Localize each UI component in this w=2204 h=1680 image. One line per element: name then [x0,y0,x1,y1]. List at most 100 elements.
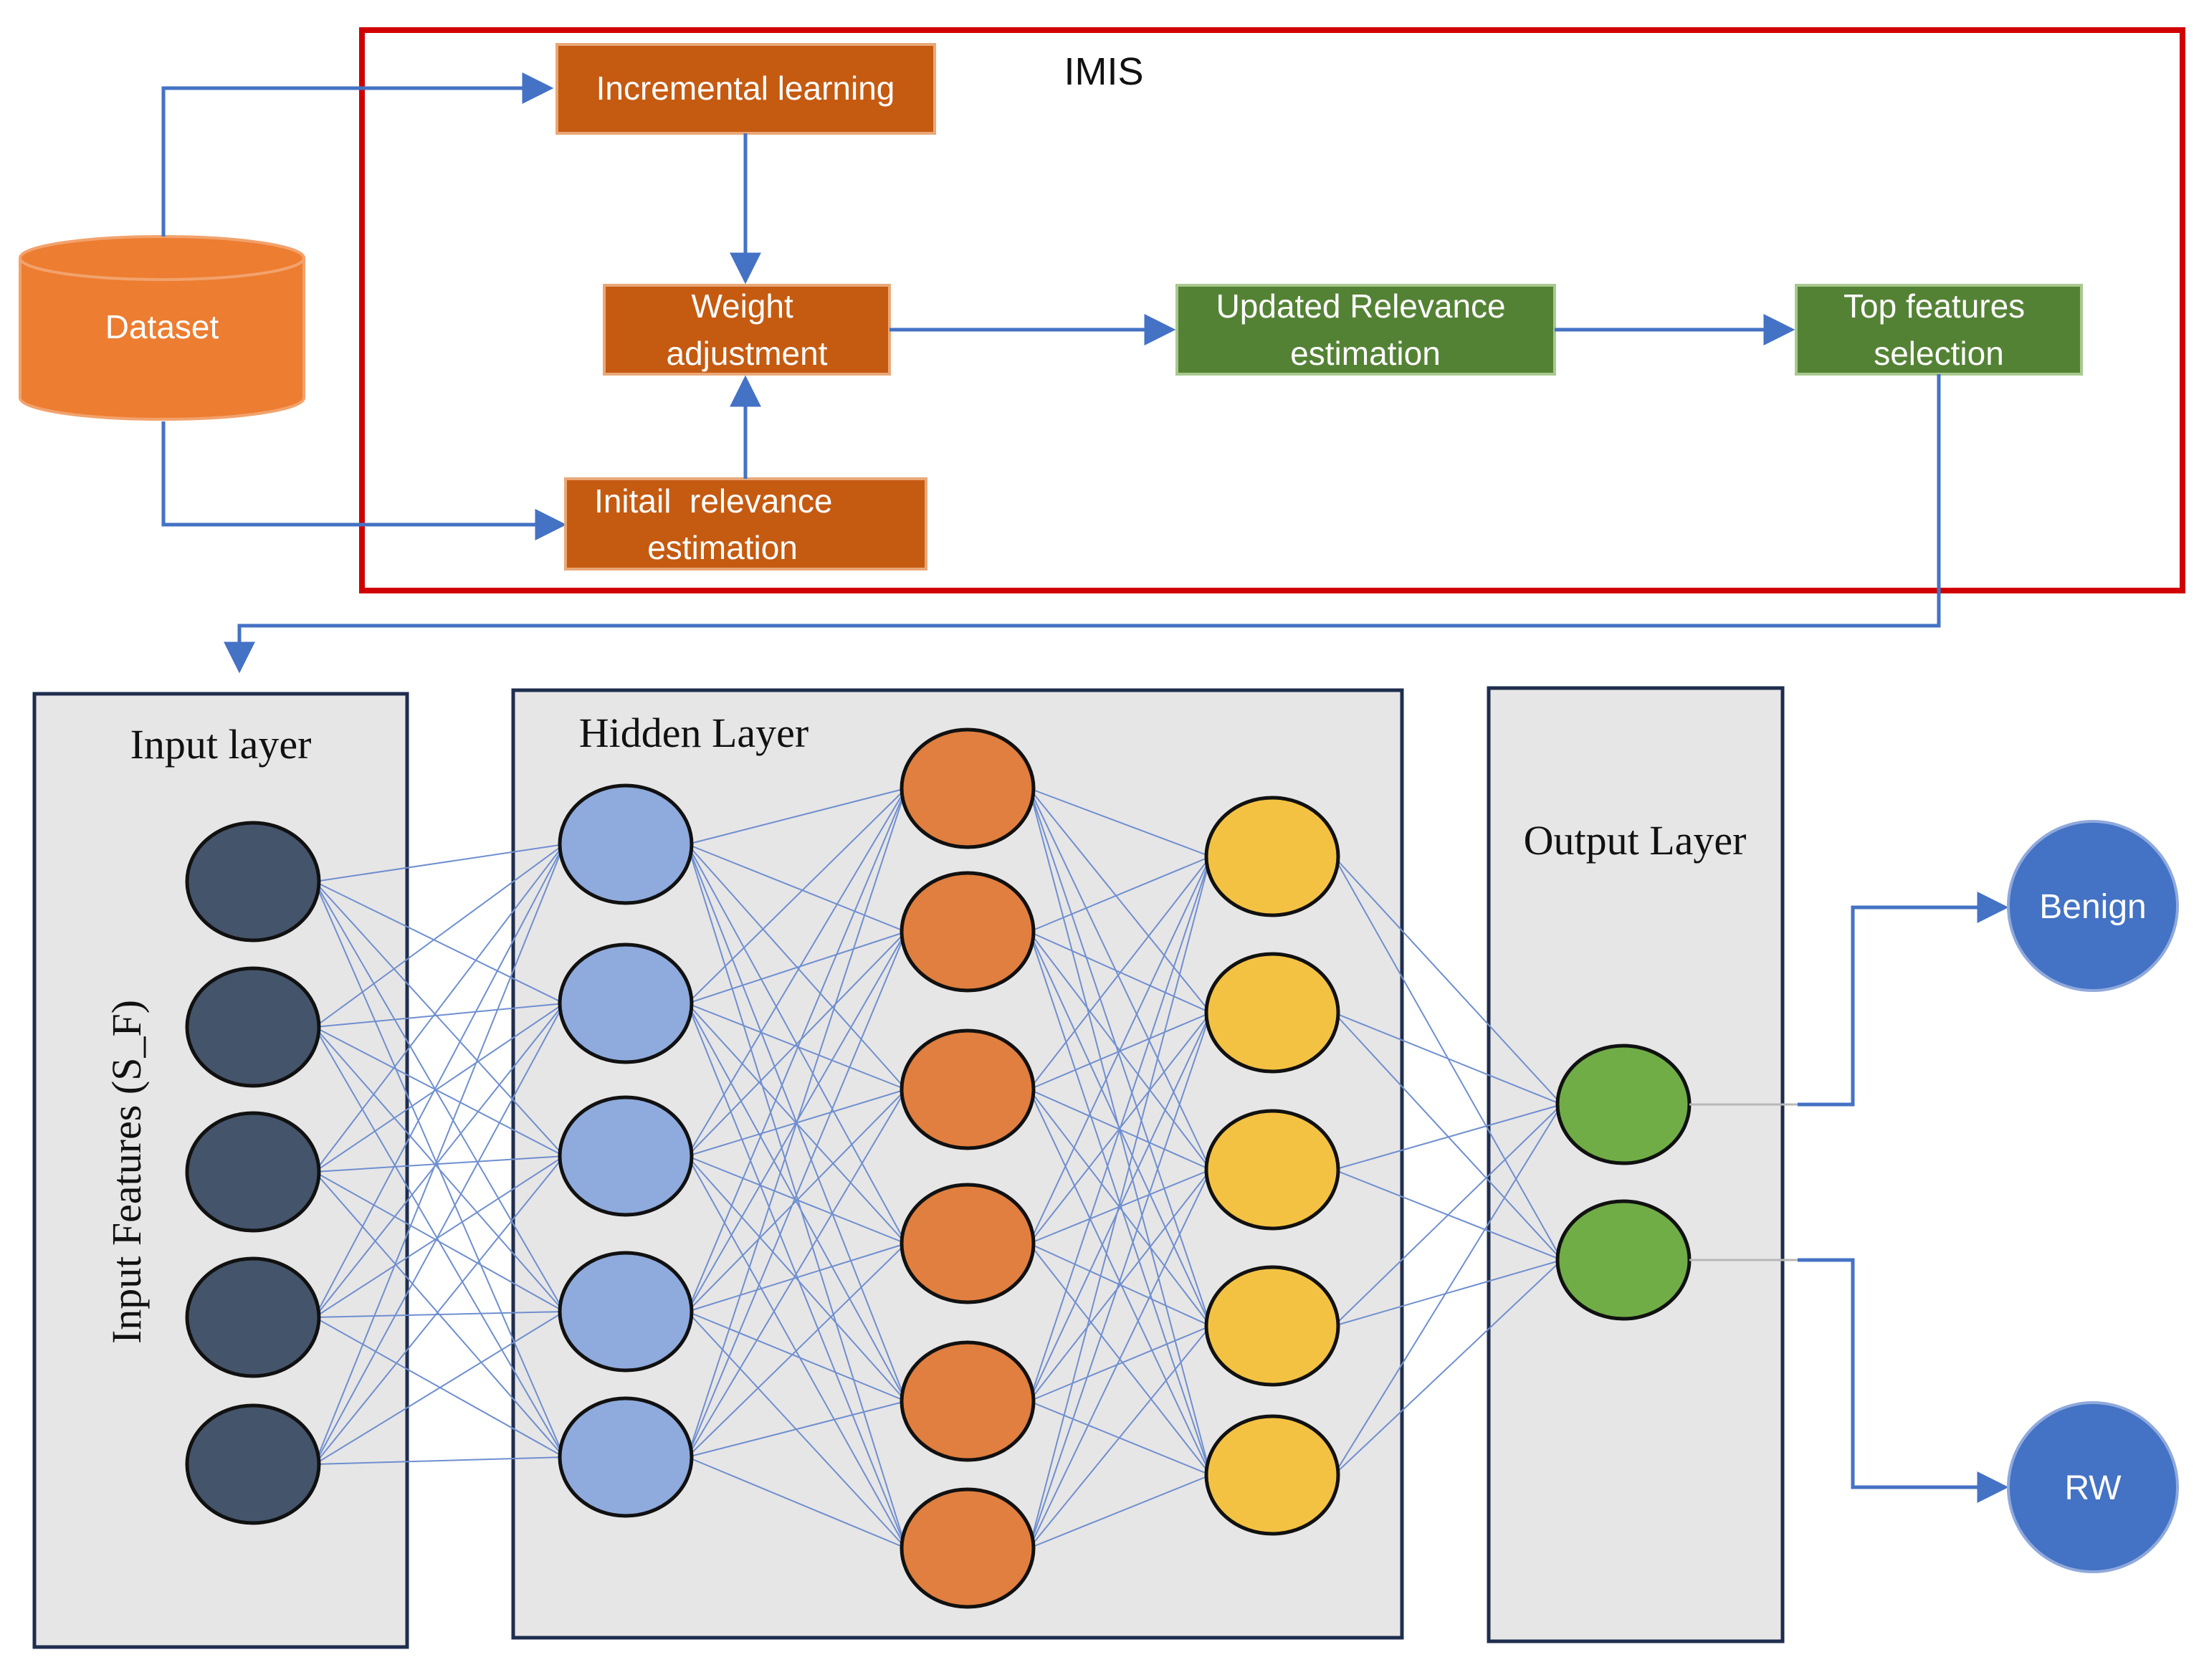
hidden2-node-5 [900,1340,1036,1462]
incremental-learning-box: Incremental learning [555,43,936,135]
imis-border [359,27,2185,593]
initial-relevance-box: Initail relevance estimation [564,477,927,571]
hidden1-node-1 [558,783,694,905]
connection-hidden2-6-to-hidden3-3 [1029,1169,1211,1549]
connection-input-1-to-hidden1-1 [314,844,565,882]
connection-hidden1-5-to-hidden2-6 [687,1456,907,1549]
connection-input-1-to-hidden1-2 [314,881,565,1004]
connection-input-3-to-hidden1-4 [314,1171,565,1312]
connection-input-5-to-hidden1-3 [314,1155,565,1465]
updated-relevance-box: Updated Relevance estimation [1175,284,1556,376]
benign-class: Benign [2007,820,2179,992]
input-layer-title: Input layer [130,721,312,768]
network-nodes [185,727,1692,1609]
connection-hidden2-5-to-hidden3-2 [1029,1012,1211,1402]
connection-input-2-to-hidden1-1 [314,844,565,1028]
connection-hidden2-1-to-hidden3-2 [1029,788,1211,1013]
incremental-learning-label: Incremental learning [596,70,895,107]
connection-hidden1-1-to-hidden2-1 [687,788,907,845]
connection-hidden1-4-to-hidden2-1 [687,788,907,1312]
connection-hidden1-4-to-hidden2-3 [687,1089,907,1312]
connection-input-1-to-hidden1-4 [314,881,565,1312]
connection-hidden3-5-to-output-1 [1333,1104,1563,1476]
connection-input-2-to-hidden1-2 [314,1003,565,1028]
connection-hidden2-2-to-hidden3-1 [1029,856,1211,932]
connection-input-5-to-hidden1-5 [314,1456,565,1465]
connection-hidden1-3-to-hidden2-1 [687,788,907,1157]
imis-title: IMIS [1064,50,1143,93]
connection-hidden1-5-to-hidden2-3 [687,1089,907,1458]
connection-hidden1-2-to-hidden2-2 [687,931,907,1004]
connection-hidden1-5-to-hidden2-1 [687,788,907,1458]
updated-relevance-label: Updated Relevance estimation [1216,287,1515,372]
connection-hidden2-1-to-hidden3-5 [1029,788,1211,1476]
input-node-4 [185,1256,321,1378]
connection-hidden1-2-to-hidden2-1 [687,788,907,1004]
hidden3-node-4 [1204,1265,1340,1387]
rw-label: RW [2064,1469,2122,1507]
connection-hidden2-1-to-hidden3-4 [1029,788,1211,1327]
connection-hidden1-3-to-hidden2-6 [687,1155,907,1549]
connection-hidden2-6-to-hidden3-1 [1029,856,1211,1549]
hidden1-node-5 [558,1396,694,1518]
connection-hidden2-5-to-hidden3-4 [1029,1325,1211,1402]
output-node-1 [1555,1044,1692,1165]
connection-input-4-to-hidden1-1 [314,844,565,1318]
connection-hidden1-2-to-hidden2-5 [687,1003,907,1402]
input-node-2 [185,966,321,1088]
connection-hidden3-2-to-output-1 [1333,1012,1563,1105]
hidden2-node-1 [900,727,1036,849]
benign-label: Benign [2039,888,2146,926]
connection-input-5-to-hidden1-2 [314,1003,565,1465]
weight-adjustment-label: Weight adjustment [666,287,827,372]
connection-input-4-to-hidden1-2 [314,1003,565,1318]
connection-hidden2-6-to-hidden3-2 [1029,1012,1211,1549]
connection-input-4-to-hidden1-4 [314,1311,565,1318]
connection-hidden2-1-to-hidden3-1 [1029,788,1211,857]
connection-hidden2-3-to-hidden3-1 [1029,856,1211,1090]
connection-hidden1-4-to-hidden2-5 [687,1311,907,1402]
input-features-label: Input Features (S_F) [103,1000,150,1344]
hidden2-node-4 [900,1183,1036,1304]
connection-hidden1-5-to-hidden2-5 [687,1400,907,1458]
hidden-layer-title: Hidden Layer [579,710,808,756]
hidden2-node-6 [900,1487,1036,1609]
arrow-top-features-to-input [224,374,1941,674]
connection-hidden1-2-to-hidden2-3 [687,1003,907,1090]
connection-hidden2-6-to-hidden3-4 [1029,1325,1211,1549]
connection-hidden3-5-to-output-2 [1333,1259,1563,1476]
weight-adjustment-box: Weight adjustment [603,284,891,376]
dataset-cylinder: Dataset [19,235,305,421]
connection-hidden2-1-to-hidden3-3 [1029,788,1211,1170]
connection-input-2-to-hidden1-4 [314,1026,565,1312]
output-layer-panel [1487,686,1785,1643]
hidden3-node-2 [1204,952,1340,1074]
connection-hidden1-5-to-hidden2-2 [687,931,907,1458]
hidden3-node-5 [1204,1414,1340,1536]
dataset-label: Dataset [105,308,219,345]
hidden3-node-3 [1204,1109,1340,1231]
connection-hidden3-3-to-output-1 [1333,1104,1563,1170]
arrow-to-rw [1798,1258,2009,1503]
connection-hidden2-5-to-hidden3-1 [1029,856,1211,1402]
connection-input-3-to-hidden1-2 [314,1003,565,1173]
output-node-2 [1555,1199,1692,1321]
connection-input-2-to-hidden1-3 [314,1026,565,1157]
rw-class: RW [2007,1401,2179,1573]
network-connections [314,788,1563,1549]
connection-hidden3-4-to-output-1 [1333,1104,1563,1327]
connection-hidden1-1-to-hidden2-2 [687,844,907,932]
connection-hidden1-3-to-hidden2-5 [687,1155,907,1402]
input-node-3 [185,1111,321,1233]
top-features-box: Top features selection [1795,284,2083,376]
connection-hidden2-4-to-hidden3-1 [1029,856,1211,1244]
hidden2-node-3 [900,1028,1036,1150]
hidden1-node-2 [558,942,694,1064]
connection-hidden1-5-to-hidden2-4 [687,1243,907,1458]
hidden2-node-2 [900,871,1036,993]
connection-hidden3-1-to-output-1 [1333,856,1563,1105]
arrow-dataset-to-initial [161,421,567,540]
connection-input-4-to-hidden1-3 [314,1155,565,1318]
arrow-dataset-to-incremental [161,72,554,237]
